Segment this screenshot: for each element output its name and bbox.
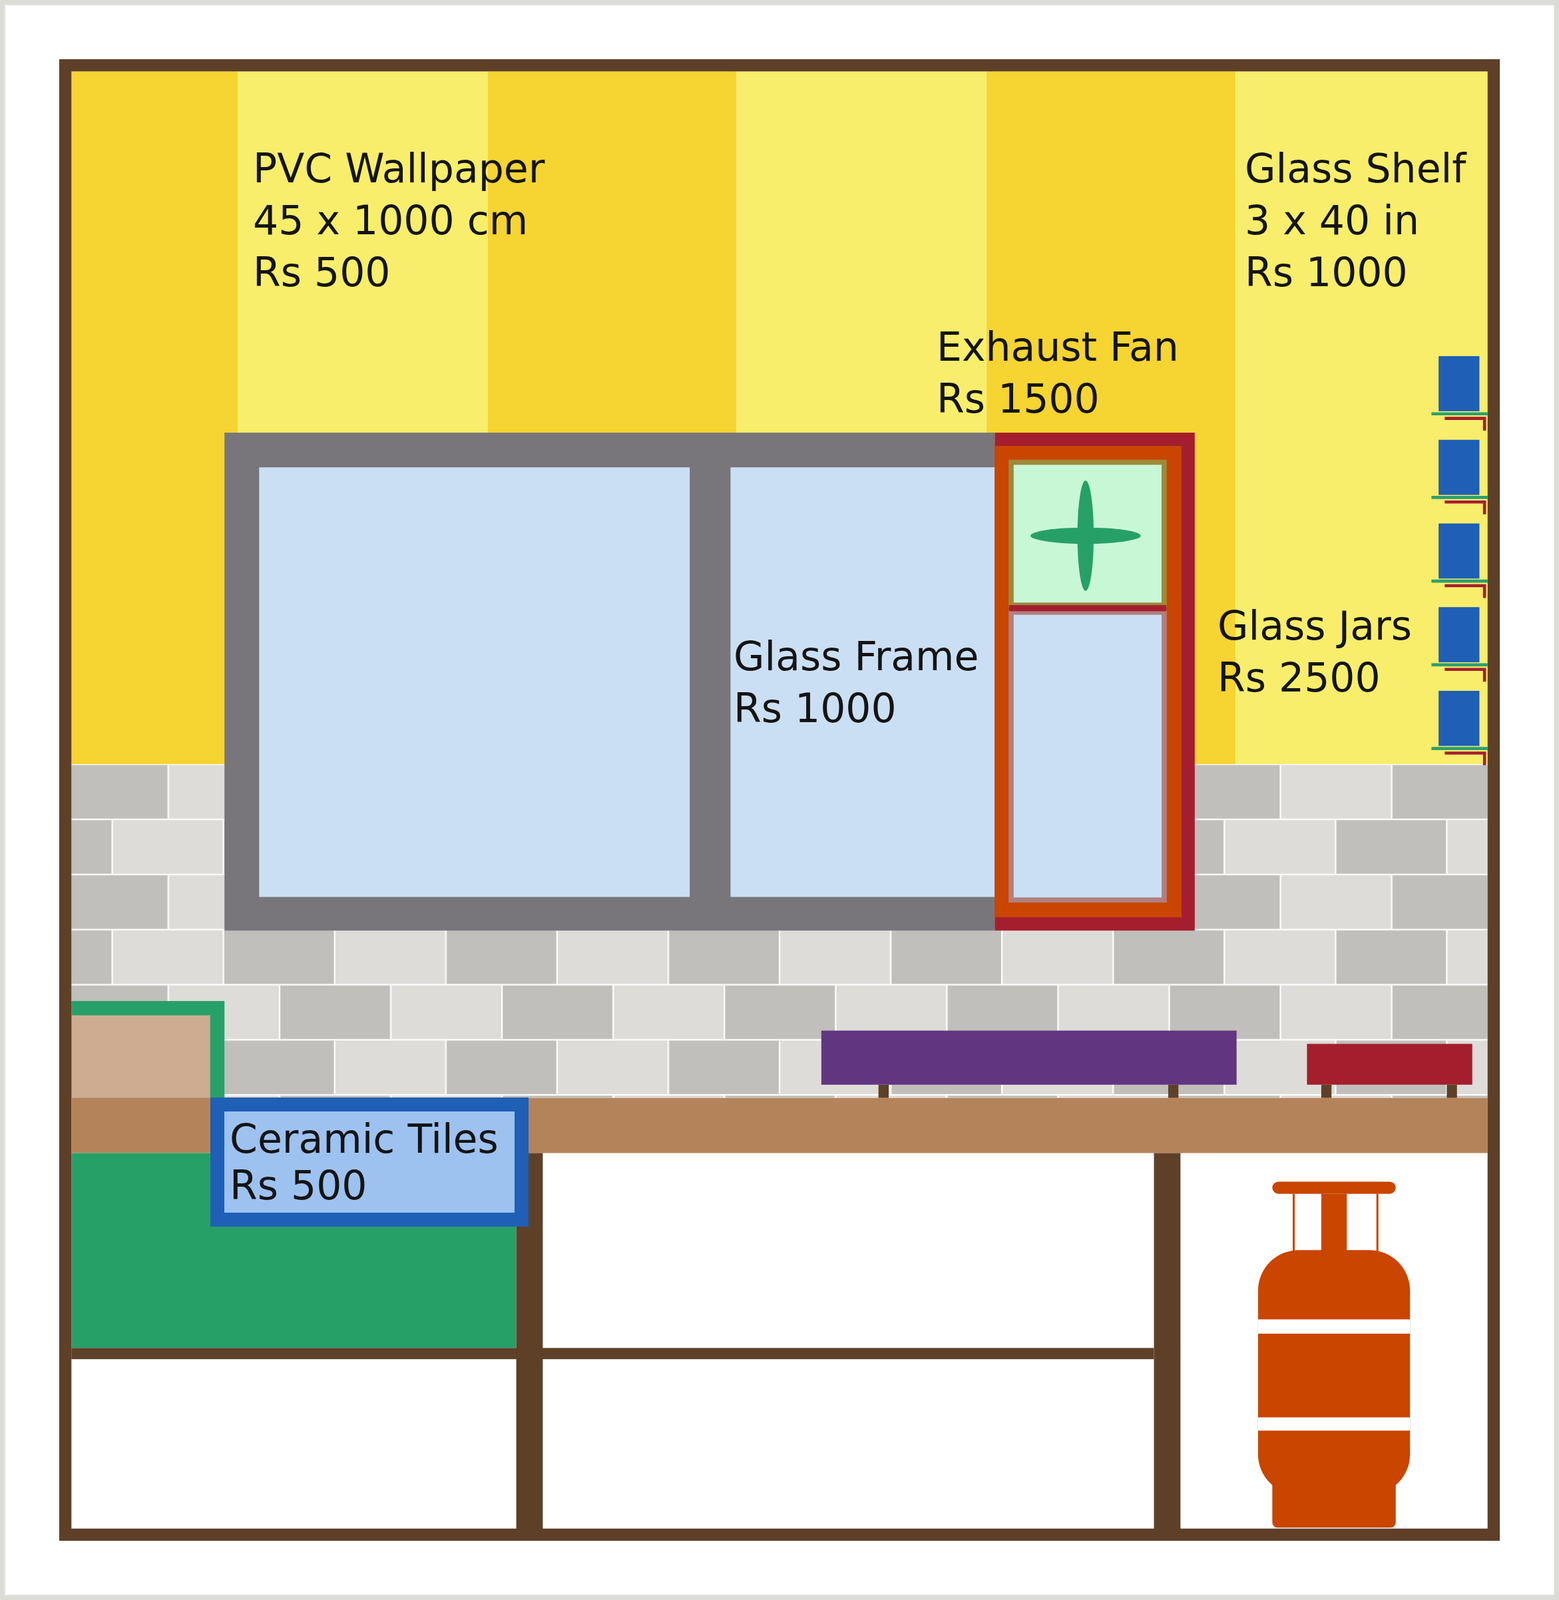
- gas-cylinder: [1258, 1181, 1410, 1528]
- jar-shelf: [1431, 356, 1488, 766]
- shelf-bracket: [1444, 501, 1485, 514]
- cylinder-guard: [1376, 1194, 1379, 1254]
- appliance: [71, 1015, 210, 1098]
- glass-jar: [1438, 690, 1480, 747]
- room-frame: [65, 65, 1494, 1536]
- fan-divider: [1009, 605, 1167, 612]
- box-leg: [1446, 1085, 1457, 1099]
- cylinder-guard: [1292, 1194, 1295, 1254]
- wallpaper-stripe: [71, 71, 238, 765]
- glass-shelf: [1431, 412, 1488, 416]
- fan-pane: [1011, 612, 1165, 900]
- fan-panel: [1011, 462, 1165, 606]
- shelf-bracket: [1444, 669, 1485, 682]
- price-label: PVC Wallpaper 45 x 1000 cm Rs 500: [252, 142, 566, 299]
- cylinder-body: [1258, 1250, 1410, 1496]
- window-pane: [730, 467, 995, 897]
- glass-shelf: [1431, 663, 1488, 668]
- window-pane: [258, 467, 690, 897]
- window-frame: [224, 432, 995, 931]
- cabinet-shelf: [71, 1347, 1154, 1360]
- glass-jar: [1438, 607, 1480, 663]
- box: [1306, 1043, 1472, 1085]
- glass-shelf: [1431, 746, 1488, 751]
- cylinder-band: [1258, 1417, 1410, 1432]
- price-label: Exhaust Fan Rs 1500: [936, 320, 1210, 425]
- cylinder-handle: [1272, 1181, 1396, 1194]
- node-label: Ceramic Tiles Rs 500: [229, 1115, 510, 1209]
- cylinder-valve: [1321, 1194, 1347, 1254]
- price-label: Glass Shelf 3 x 40 in Rs 1000: [1244, 142, 1475, 299]
- appliance-outline: [71, 1001, 225, 1099]
- stove: [821, 1030, 1237, 1085]
- cylinder-base: [1272, 1469, 1396, 1528]
- tile-price-box: Ceramic Tiles Rs 500: [210, 1097, 529, 1227]
- box-leg: [1321, 1085, 1332, 1099]
- glass-shelf: [1431, 579, 1488, 584]
- glass-jar: [1438, 356, 1480, 412]
- fan-frame-inner: [994, 445, 1181, 918]
- shelf-bracket: [1444, 585, 1485, 598]
- price-label: Glass Frame Rs 1000: [733, 630, 994, 735]
- stove-leg: [1168, 1085, 1179, 1099]
- shelf-bracket: [1444, 418, 1485, 431]
- cabinet-post: [1154, 1152, 1181, 1535]
- fan-frame: [994, 432, 1195, 931]
- glass-jar: [1438, 523, 1480, 580]
- glass-jar: [1438, 440, 1480, 496]
- fan-blade: [1077, 480, 1095, 592]
- glass-shelf: [1431, 495, 1488, 500]
- price-label: Glass Jars Rs 2500: [1217, 599, 1431, 704]
- stove-leg: [878, 1085, 889, 1099]
- shelf-bracket: [1444, 752, 1485, 765]
- cylinder-band: [1258, 1319, 1410, 1334]
